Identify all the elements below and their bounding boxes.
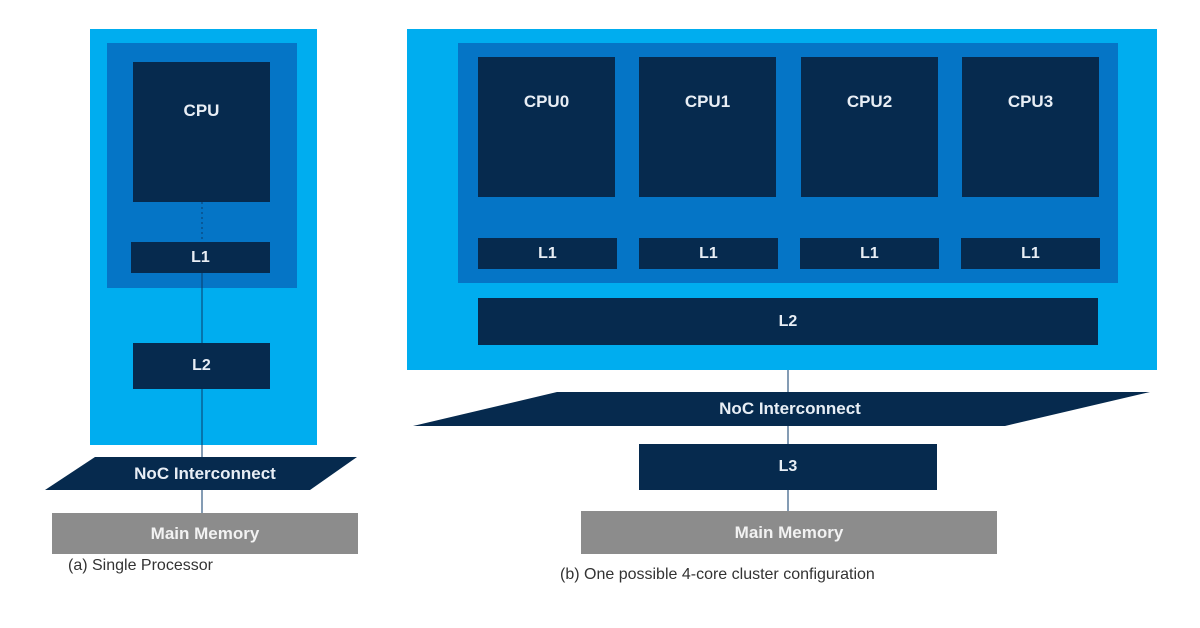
panel-b-l1-cache-0: L1 xyxy=(478,238,617,269)
panel-b-caption: (b) One possible 4-core cluster configur… xyxy=(560,566,875,583)
panel-b-cpu3: CPU3 xyxy=(962,57,1099,197)
panel-b-cpu0: CPU0 xyxy=(478,57,615,197)
panel-a-cpu: CPU xyxy=(133,62,270,202)
panel-a-l1-cache: L1 xyxy=(131,242,270,273)
panel-a-main-memory: Main Memory xyxy=(52,513,358,554)
panel-b-noc-interconnect: NoC Interconnect xyxy=(719,399,861,418)
panel-b-l1-cache-3: L1 xyxy=(961,238,1100,269)
panel-b-main-memory: Main Memory xyxy=(581,511,997,554)
panel-b-cpu1: CPU1 xyxy=(639,57,776,197)
panel-b-l3-cache: L3 xyxy=(639,444,937,490)
panel-b-l1-cache-1: L1 xyxy=(639,238,778,269)
panel-b-l2-cache: L2 xyxy=(478,298,1098,345)
panel-a-noc-interconnect: NoC Interconnect xyxy=(134,463,276,483)
panel-b-cpu2: CPU2 xyxy=(801,57,938,197)
panel-b-l1-cache-2: L1 xyxy=(800,238,939,269)
panel-a-l2-cache: L2 xyxy=(133,343,270,389)
panel-a-caption: (a) Single Processor xyxy=(68,557,213,574)
